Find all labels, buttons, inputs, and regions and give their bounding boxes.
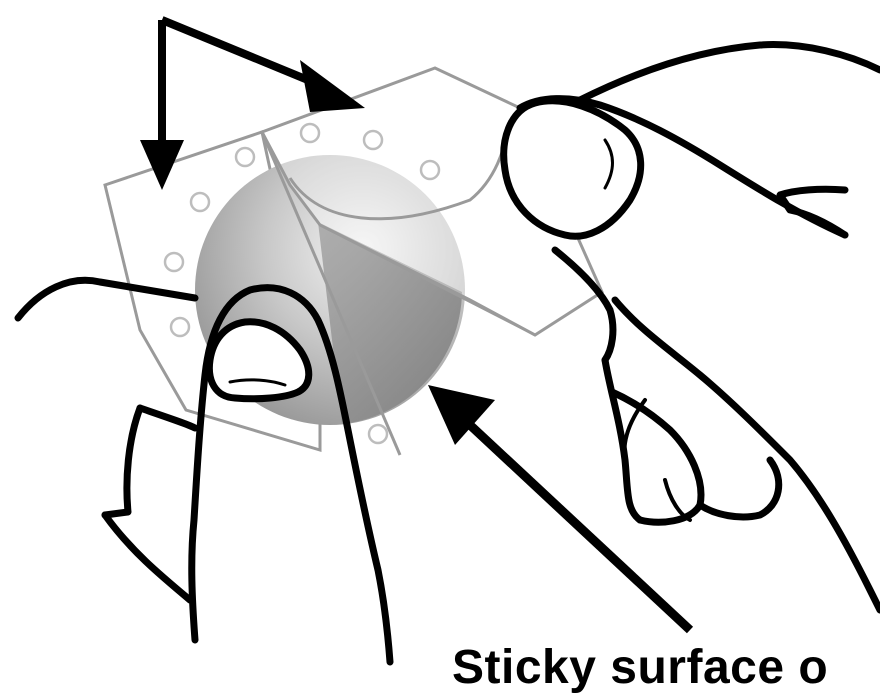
right-hand-icon	[504, 45, 880, 610]
arrow-icon-sticky	[428, 385, 690, 630]
sticky-surface-label: Sticky surface o	[452, 640, 828, 696]
patch-application-illustration	[0, 0, 880, 677]
